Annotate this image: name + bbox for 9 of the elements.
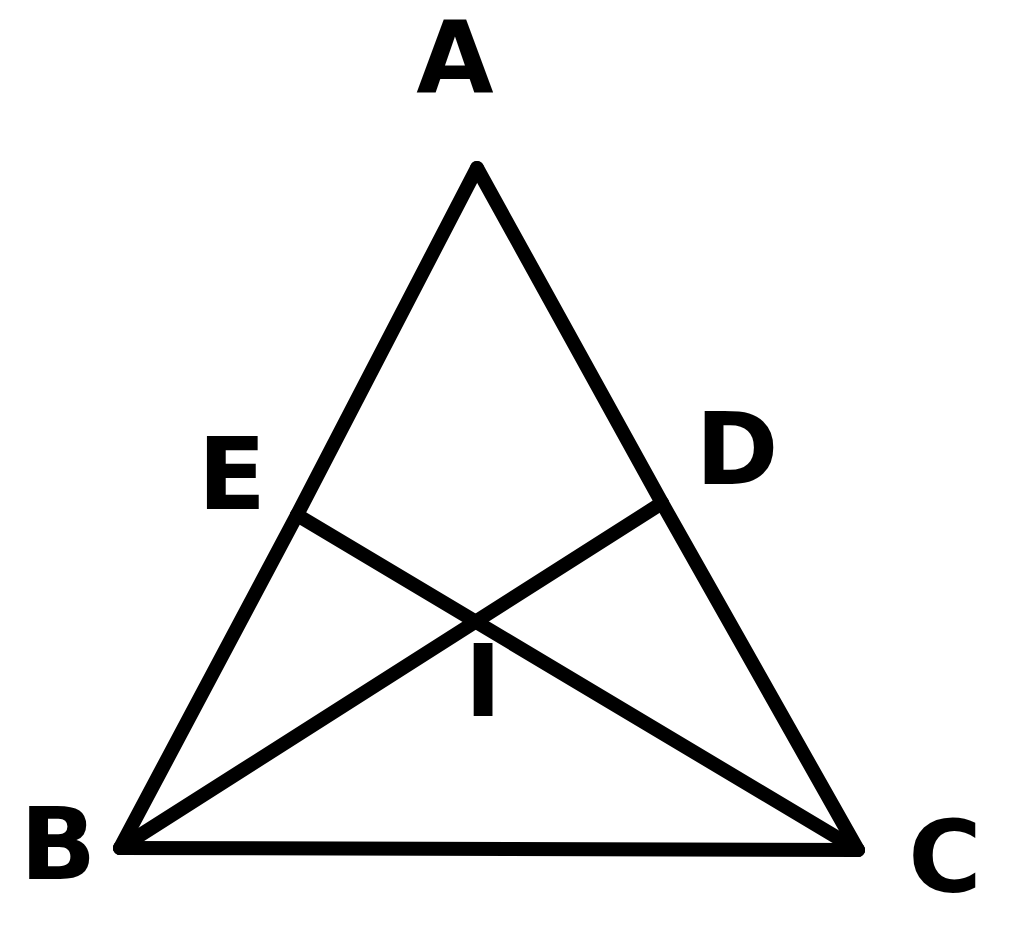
vertex-label: B xyxy=(19,795,97,895)
line-segment xyxy=(290,508,865,857)
line-segment xyxy=(113,841,865,857)
vertex-label: D xyxy=(695,400,779,500)
vertex-label: C xyxy=(908,808,982,908)
vertex-label: A xyxy=(416,8,494,108)
vertex-label: E xyxy=(197,425,267,525)
point-label: I xyxy=(464,632,502,732)
line-segment xyxy=(113,496,669,855)
